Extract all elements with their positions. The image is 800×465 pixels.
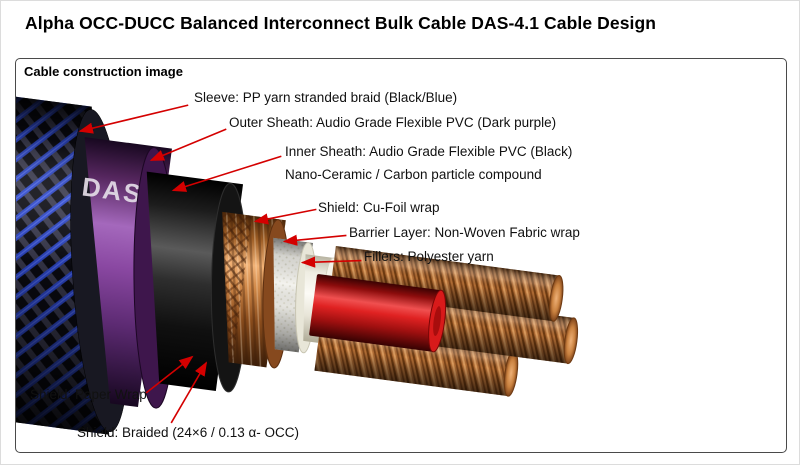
arrow-braided-shield <box>170 361 208 424</box>
label-fillers: Fillers: Polyester yarn <box>364 249 494 264</box>
arrow-paper-wrap <box>145 355 194 394</box>
conductor-copper-strand-upper <box>329 246 564 322</box>
label-barrier: Barrier Layer: Non-Woven Fabric wrap <box>349 225 580 240</box>
arrow-fillers <box>300 256 362 268</box>
arrow-cu-foil <box>253 208 317 225</box>
label-cu-foil: Shield: Cu-Foil wrap <box>318 200 440 215</box>
cable-construction-panel: DAS <box>15 58 787 453</box>
arrow-barrier <box>282 234 347 246</box>
cable-illustration: DAS <box>16 95 579 435</box>
page-title: Alpha OCC-DUCC Balanced Interconnect Bul… <box>25 13 657 33</box>
label-sleeve: Sleeve: PP yarn stranded braid (Black/Bl… <box>194 90 458 105</box>
arrow-sleeve <box>78 104 189 134</box>
arrow-outer-sheath <box>149 128 227 161</box>
panel-heading: Cable construction image <box>24 64 183 79</box>
annotation-arrows <box>78 104 362 424</box>
conductor-red-insulated <box>309 274 447 353</box>
label-inner-sheath-line2: Nano-Ceramic / Carbon particle compound <box>285 167 542 182</box>
label-outer-sheath: Outer Sheath: Audio Grade Flexible PVC (… <box>229 115 557 130</box>
arrow-inner-sheath <box>171 155 282 192</box>
label-braided-shield: Shield: Braided (24×6 / 0.13 α- OCC) <box>77 425 300 440</box>
label-inner-sheath-line1: Inner Sheath: Audio Grade Flexible PVC (… <box>285 144 573 159</box>
label-paper-wrap: Shield: Paper Wrap <box>30 387 147 402</box>
